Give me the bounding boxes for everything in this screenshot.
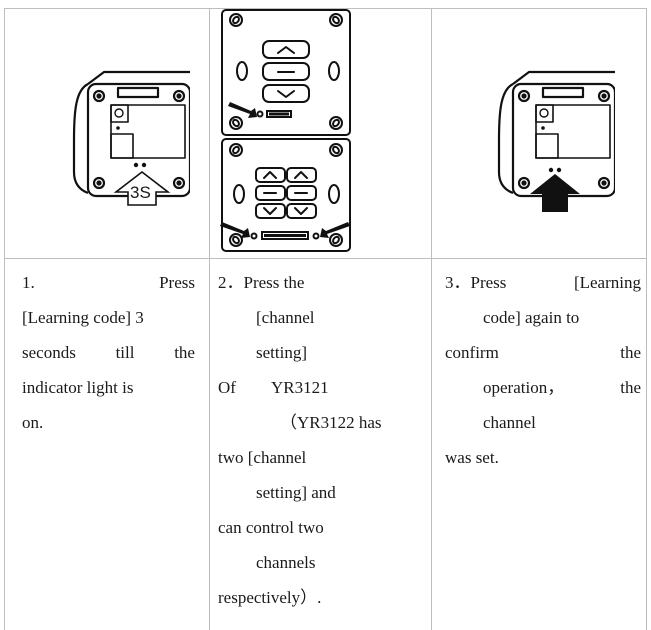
step1-line1: 1. Press (22, 270, 195, 295)
table-column-divider (209, 8, 210, 630)
step2-line4b: YR3121 (271, 378, 329, 397)
step3-line5: channel (483, 413, 536, 432)
step3-line6: was set. (445, 448, 499, 467)
step2-line7: setting] and (256, 483, 336, 502)
step2-illustration (216, 8, 361, 253)
step2-line3: setting] (256, 343, 307, 362)
step3-line1: 3．Press [Learning (445, 270, 641, 295)
table-column-divider (431, 8, 432, 630)
step2-line8: can control two (218, 518, 324, 537)
step2-line10: respectively）. (218, 588, 322, 607)
step3-word: 3．Press (445, 273, 507, 292)
step2-line6: two [channel (218, 448, 307, 467)
table-border-right (646, 8, 647, 630)
step2-line2: [channel (256, 308, 315, 327)
step1-word: the (174, 343, 195, 362)
table-row-divider (4, 258, 647, 259)
step3-line2: code] again to (483, 308, 580, 327)
step3-word: confirm (445, 343, 499, 362)
table-border-top (4, 8, 647, 9)
step3-word: the (620, 343, 641, 362)
step1-number: 1. (22, 273, 35, 292)
step2-line4a: Of (218, 378, 236, 397)
step3-illustration (495, 50, 615, 250)
step1-word: Press (159, 273, 195, 292)
step1-illustration: 3S (70, 50, 190, 250)
step2-line1: 2．Press the (218, 273, 305, 292)
step1-line2: [Learning code] 3 (22, 308, 144, 327)
step3-word: operation， (483, 378, 565, 397)
step3-line4: operation， the (483, 375, 641, 400)
step1-word: till (115, 343, 135, 362)
step2-line5: （YR3122 has (280, 413, 382, 432)
step3-line3: confirm the (445, 340, 641, 365)
hold-duration-badge: 3S (130, 183, 151, 202)
table-border-left (4, 8, 5, 630)
receiver-device-icon (72, 70, 190, 206)
receiver-device-icon (497, 70, 615, 212)
step1-line5: on. (22, 413, 44, 432)
step1-line4: indicator light is (22, 378, 134, 397)
step3-word: the (620, 378, 641, 397)
step1-line3: seconds till the (22, 340, 195, 365)
step2-line9: channels (256, 553, 316, 572)
step3-word: [Learning (573, 273, 641, 292)
wall-switch-panels-icon (220, 9, 351, 252)
step1-word: seconds (22, 343, 76, 362)
